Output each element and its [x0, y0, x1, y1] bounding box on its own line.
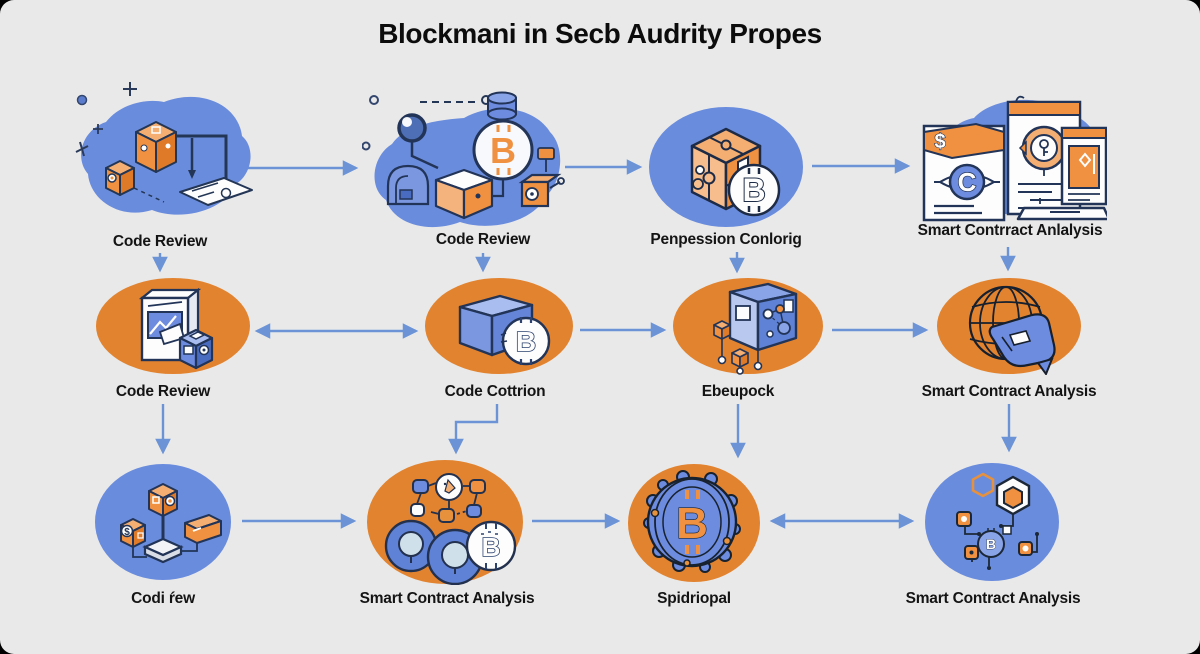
- row3-node4-label: Smart Contract Analysis: [905, 590, 1081, 607]
- row2-node1: [94, 276, 252, 376]
- row3-node1: $: [95, 463, 232, 581]
- row3-node2: B: [367, 460, 523, 585]
- hex-circuit-icon: B: [925, 463, 1059, 581]
- network-cube-icon: [673, 278, 823, 375]
- row3-node2-label: Smart Contract Analysis: [359, 590, 535, 607]
- row1-node2-label: Code Review: [435, 231, 531, 248]
- row1-node4-label: Smart Contrract Anlalysis: [917, 222, 1103, 239]
- svg-text:B: B: [676, 499, 708, 548]
- row1-node1: [68, 76, 258, 228]
- svg-text:B: B: [490, 130, 516, 171]
- row2-node4-label: Smart Contract Analysis: [921, 383, 1097, 400]
- svg-text:$: $: [934, 131, 945, 153]
- svg-text:B: B: [482, 532, 501, 562]
- bitcoin-coin-icon: B: [628, 464, 760, 582]
- bitcoin-b-glyph: B: [515, 317, 537, 365]
- bitcoin-b-glyph: B: [481, 523, 501, 569]
- node-tree-bitcoin-icon: B: [367, 460, 523, 585]
- row2-node1-label: Code Review: [115, 383, 211, 400]
- row3-node3-label: Spidriopal: [657, 590, 731, 607]
- row1-node1-label: Code Review: [112, 233, 208, 250]
- row1-node4: $ C: [912, 90, 1107, 225]
- row2-node2-label: Code Cottrion: [444, 383, 546, 400]
- bitcoin-b-glyph: B: [490, 125, 516, 175]
- row1-node3: B: [646, 104, 806, 230]
- blockchain-cubes-icon: $: [95, 464, 231, 580]
- row2-node3-label: Ebeupock: [701, 383, 775, 400]
- svg-text:$: $: [124, 527, 130, 538]
- row3-node1-label: Codi ŕew: [131, 590, 195, 607]
- globe-pointer-icon: [937, 278, 1081, 375]
- row2-node2: B: [424, 277, 574, 375]
- crane-lifting-boxes-icon: [75, 82, 253, 215]
- bitcoin-b-glyph: B: [741, 168, 767, 212]
- row2-node3: [672, 276, 824, 376]
- row2-node4: [936, 277, 1082, 375]
- row1-node3-label: Penpession Conlorig: [650, 231, 802, 248]
- row3-node4: B: [925, 462, 1059, 582]
- row1-node2: B: [362, 86, 567, 236]
- svg-text:B: B: [516, 326, 536, 357]
- magnifier-bitcoin-boxes-icon: B: [362, 91, 565, 228]
- diagram-title: Blockmani in Secb Audrity Propes: [378, 18, 822, 49]
- bitcoin-b-glyph: B: [676, 490, 708, 554]
- bitcoin-b-glyph: B: [986, 528, 996, 552]
- svg-text:C: C: [958, 167, 977, 197]
- puzzle-cube-bitcoin-icon: B: [649, 107, 803, 227]
- svg-text:B: B: [986, 536, 996, 552]
- book-with-cube-icon: [96, 278, 250, 374]
- contract-documents-icon: $ C: [922, 95, 1107, 222]
- row3-node3: B: [627, 463, 761, 583]
- svg-text:B: B: [742, 172, 765, 208]
- vault-bitcoin-coin-icon: B: [425, 278, 573, 374]
